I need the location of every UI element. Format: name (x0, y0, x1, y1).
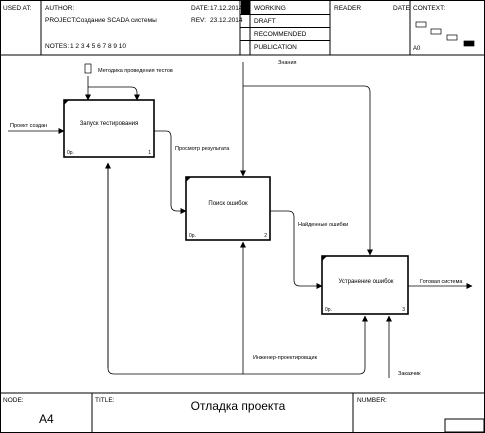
arrow-labels: Методика проведения тестов Знания Проект… (10, 60, 463, 377)
header-block: USED AT: AUTHOR: PROJECT: Создание SCADA… (0, 0, 485, 56)
label-customer: Заказчик (398, 371, 421, 377)
activity-box-3[interactable]: Устранение ошибок 0р. 3 (321, 255, 409, 315)
project-value: Создание SCADA системы (76, 17, 157, 24)
node-value: A4 (39, 412, 54, 426)
activity-cost: 0р. (325, 307, 332, 313)
activity-name: Устранение ошибок (338, 279, 393, 285)
activity-box-2[interactable]: Поиск ошибок 0р. 2 (185, 176, 271, 241)
box-corner-mark (322, 256, 327, 261)
reader-date-label: DATE (393, 5, 411, 12)
activity-number: 1 (148, 150, 151, 156)
label-ready-system: Готовая система (420, 279, 463, 285)
arrow-engineer-loop (107, 165, 368, 375)
methodology-tunnel-icon (84, 63, 92, 74)
footer-block: NODE: A4 TITLE: Отладка проекта NUMBER: (0, 392, 485, 433)
date-label: DATE: (191, 5, 210, 12)
activity-number: 3 (402, 307, 405, 313)
context-node: A0 (413, 46, 421, 52)
label-project-created: Проект создан (10, 123, 47, 129)
date-value: 17.12.2014 (210, 5, 243, 12)
number-label: NUMBER: (357, 397, 387, 404)
status-publication: PUBLICATION (254, 44, 297, 51)
title-label: TITLE: (95, 397, 115, 404)
label-methodology: Методика проведения тестов (98, 68, 173, 74)
context-label: CONTEXT: (413, 5, 445, 12)
arrow-view-result (154, 130, 187, 214)
notes-values: 1 2 3 4 5 6 7 8 9 10 (70, 43, 126, 50)
label-knowledge: Знания (278, 60, 297, 66)
rev-label: REV: (191, 17, 206, 24)
box-corner-mark (186, 177, 191, 182)
activity-box-1[interactable]: Запуск тестирования 0р. 1 (63, 99, 155, 158)
notes-label: NOTES: (45, 43, 69, 50)
arrows (8, 62, 473, 378)
box-corner-mark (64, 100, 69, 105)
label-view-result: Просмотр результата (175, 146, 230, 152)
node-label: NODE: (3, 397, 24, 404)
activity-name: Поиск ошибок (208, 201, 248, 207)
arrow-found-errors (270, 210, 323, 289)
label-engineer: Инженер-проектировщик (253, 355, 318, 361)
status-recommended: RECOMMENDED (254, 31, 307, 38)
status-working: WORKING (254, 5, 286, 12)
number-sub-box (444, 418, 485, 433)
label-found-errors: Найденные ошибки (298, 221, 348, 228)
activity-number: 2 (264, 233, 267, 239)
activity-cost: 0р. (67, 150, 74, 156)
context-map-icon (415, 21, 475, 47)
working-status-marker (241, 1, 250, 14)
arrow-knowledge-to-box3 (243, 85, 373, 256)
project-label: PROJECT: (45, 17, 77, 24)
author-label: AUTHOR: (45, 5, 74, 12)
reader-label: READER (334, 5, 361, 12)
rev-value: 23.12.2014 (210, 17, 243, 24)
used-at-label: USED AT: (3, 5, 32, 12)
activity-cost: 0р. (189, 233, 196, 239)
activity-name: Запуск тестирования (80, 121, 139, 127)
diagram-title: Отладка проекта (191, 399, 286, 413)
arrow-methodology-right (88, 86, 140, 101)
status-draft: DRAFT (254, 18, 276, 25)
